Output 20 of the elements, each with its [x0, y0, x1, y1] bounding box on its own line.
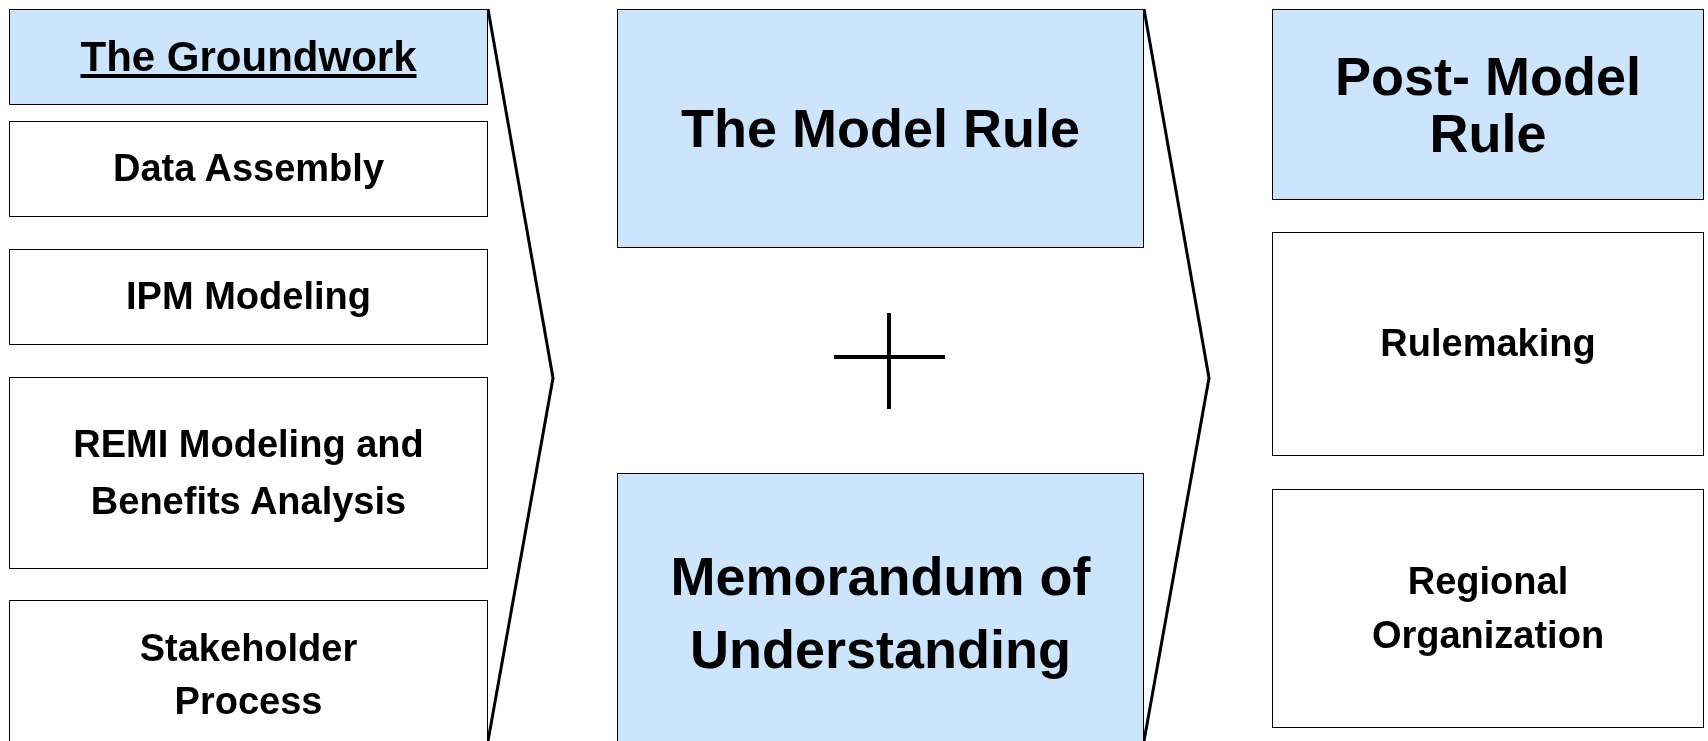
heading-box [617, 9, 1144, 248]
box-label: IPM Modeling [126, 275, 371, 319]
box-label: The Groundwork [80, 32, 417, 82]
heading-box [617, 473, 1144, 741]
process-box [9, 249, 488, 345]
heading-box [1272, 9, 1704, 200]
box-label: Memorandum of Understanding [669, 545, 1092, 681]
process-box [9, 600, 488, 741]
box-label: Regional Organization [1370, 559, 1606, 658]
process-box [9, 377, 488, 569]
box-label: Stakeholder Process [138, 625, 359, 724]
process-box [9, 121, 488, 217]
box-label: Data Assembly [112, 147, 384, 191]
box-label: Rulemaking [1380, 322, 1596, 366]
heading-box [9, 9, 488, 105]
process-box [1272, 489, 1704, 728]
box-label: The Model Rule [681, 97, 1080, 160]
process-box [1272, 232, 1704, 456]
box-label: Post- Model Rule [1334, 47, 1642, 162]
box-label: REMI Modeling and Benefits Analysis [72, 422, 425, 524]
